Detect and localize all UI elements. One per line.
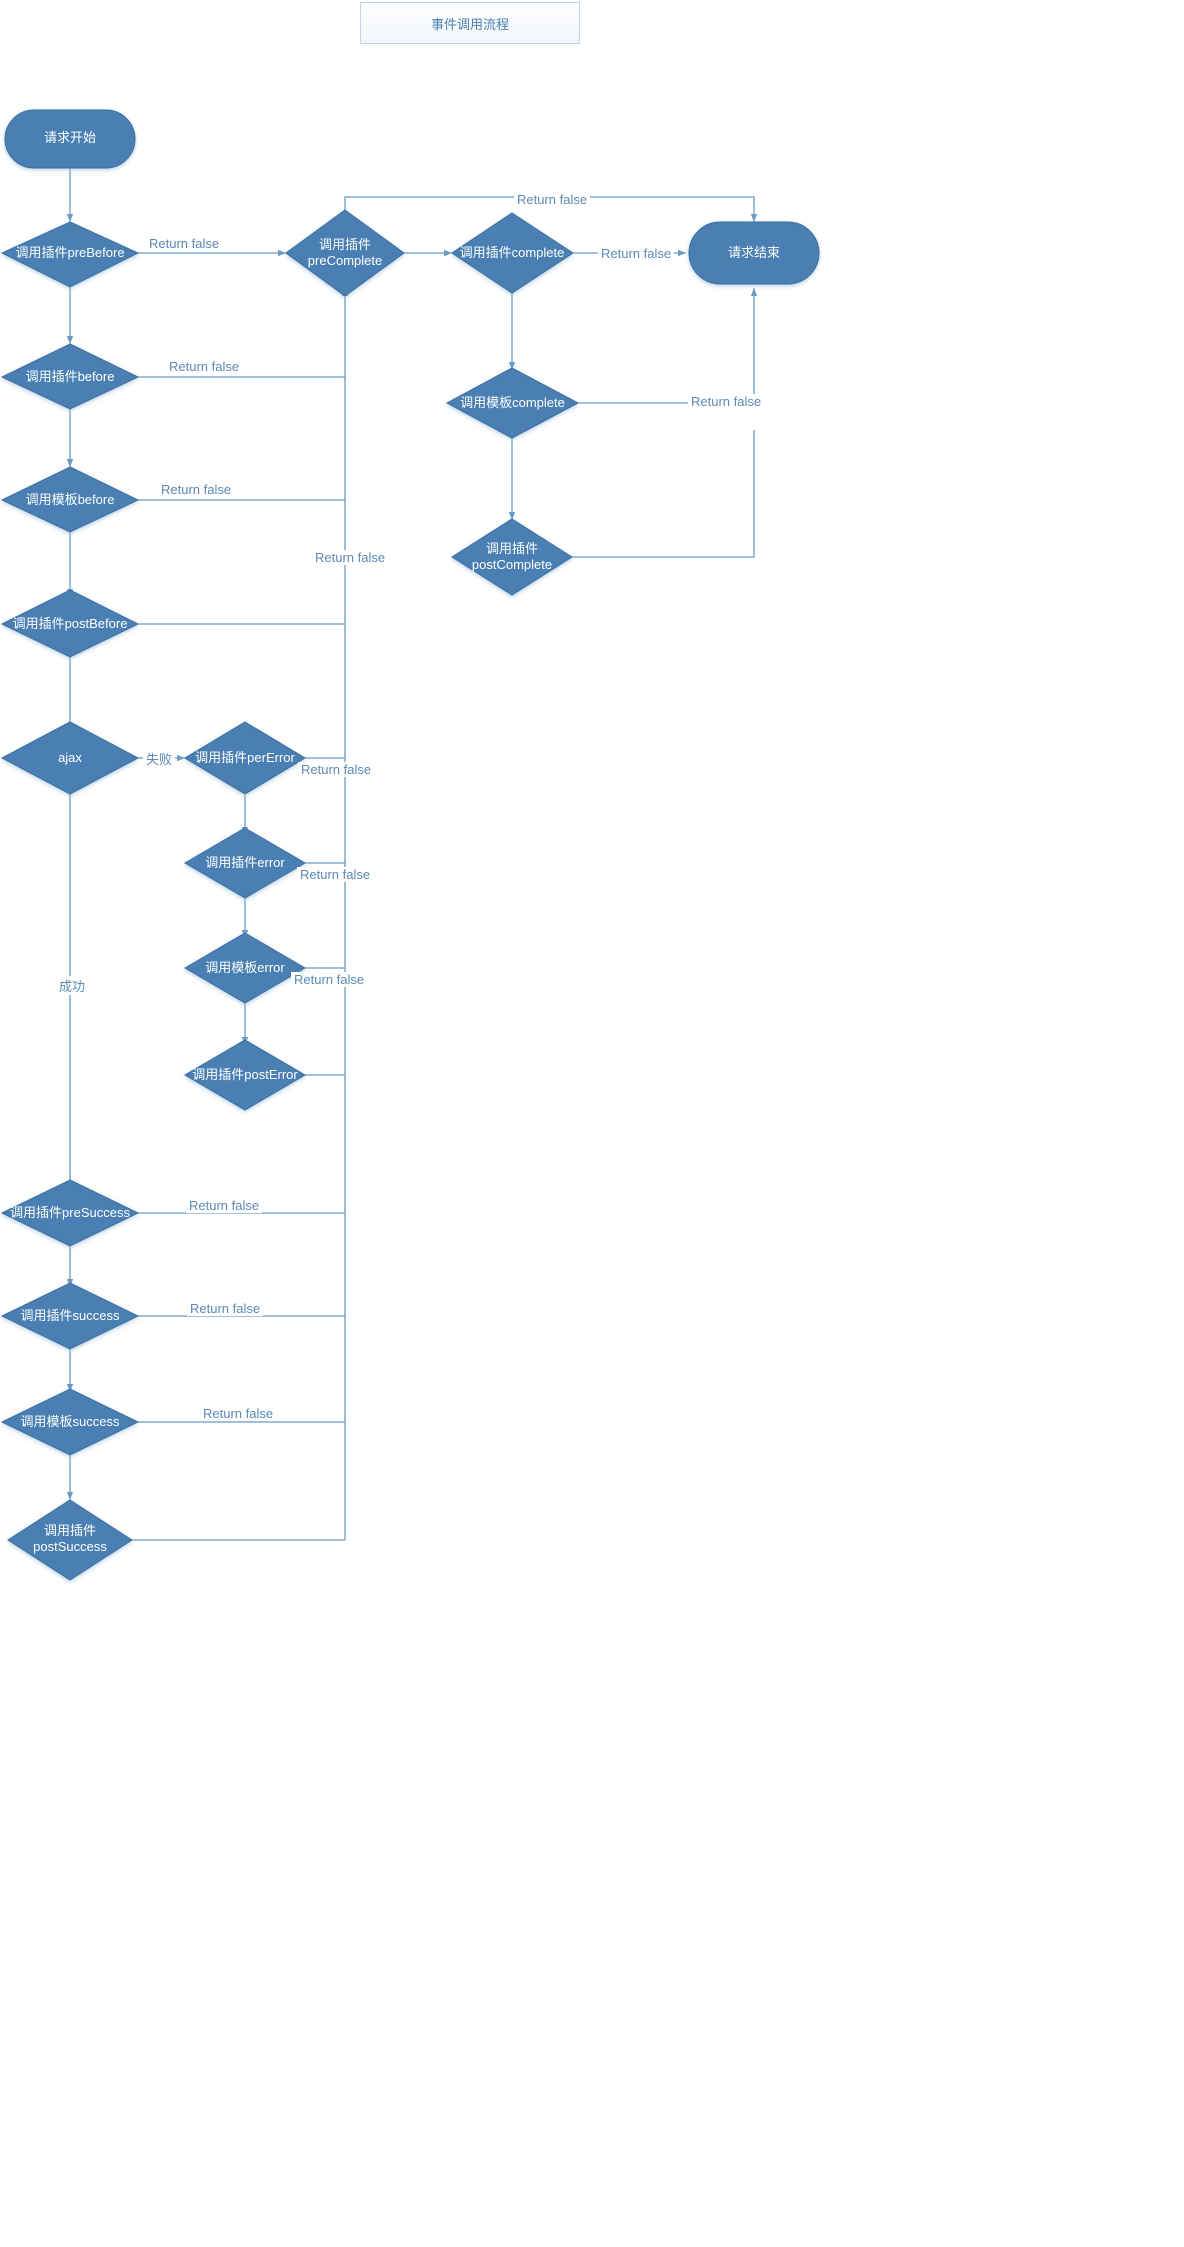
edge-label-before-false: Return false — [166, 359, 243, 374]
edge-label-trunk-false: Return false — [312, 550, 389, 565]
node-tpl-before[interactable] — [0, 466, 140, 533]
node-pre-before[interactable] — [0, 221, 140, 288]
edge-label-tpl-success-false: Return false — [200, 1406, 277, 1421]
edge-label-tpl-before-false: Return false — [158, 482, 235, 497]
node-error[interactable] — [184, 827, 306, 899]
node-tpl-complete[interactable] — [445, 367, 580, 439]
edges-layer — [66, 166, 758, 1541]
node-complete[interactable] — [451, 212, 574, 294]
node-success[interactable] — [0, 1282, 140, 1350]
edge-label-tpl-complete-false: Return false — [688, 394, 765, 409]
edge-label-per-error-false: Return false — [298, 762, 375, 777]
diagram-title-box: 事件调用流程 — [360, 2, 580, 44]
node-post-error[interactable] — [184, 1039, 306, 1111]
node-tpl-success[interactable] — [0, 1388, 140, 1456]
node-before[interactable] — [0, 343, 140, 410]
edge-label-pre-before-false: Return false — [146, 236, 223, 251]
edge-label-error-false: Return false — [297, 867, 374, 882]
node-post-before[interactable] — [0, 589, 140, 658]
node-per-error[interactable] — [184, 721, 306, 795]
edge-label-tpl-error-false: Return false — [291, 972, 368, 987]
node-post-complete[interactable] — [451, 518, 573, 596]
edge-label-ajax-success: 成功 — [56, 976, 89, 995]
node-ajax[interactable] — [0, 721, 140, 795]
node-post-success[interactable] — [7, 1499, 133, 1581]
edge-label-complete-false: Return false — [598, 246, 675, 261]
edge-label-ajax-fail: 失败 — [143, 749, 176, 768]
edge-label-pre-complete-top-false: Return false — [514, 192, 591, 207]
node-tpl-error[interactable] — [184, 932, 306, 1004]
node-start[interactable] — [4, 109, 136, 169]
nodes-layer — [0, 109, 820, 1581]
diagram-title: 事件调用流程 — [430, 16, 509, 32]
edge-label-success-false: Return false — [187, 1301, 264, 1316]
node-pre-success[interactable] — [0, 1179, 140, 1247]
node-pre-complete[interactable] — [285, 209, 405, 297]
node-end[interactable] — [688, 221, 820, 285]
edge-label-pre-success-false: Return false — [186, 1198, 263, 1213]
